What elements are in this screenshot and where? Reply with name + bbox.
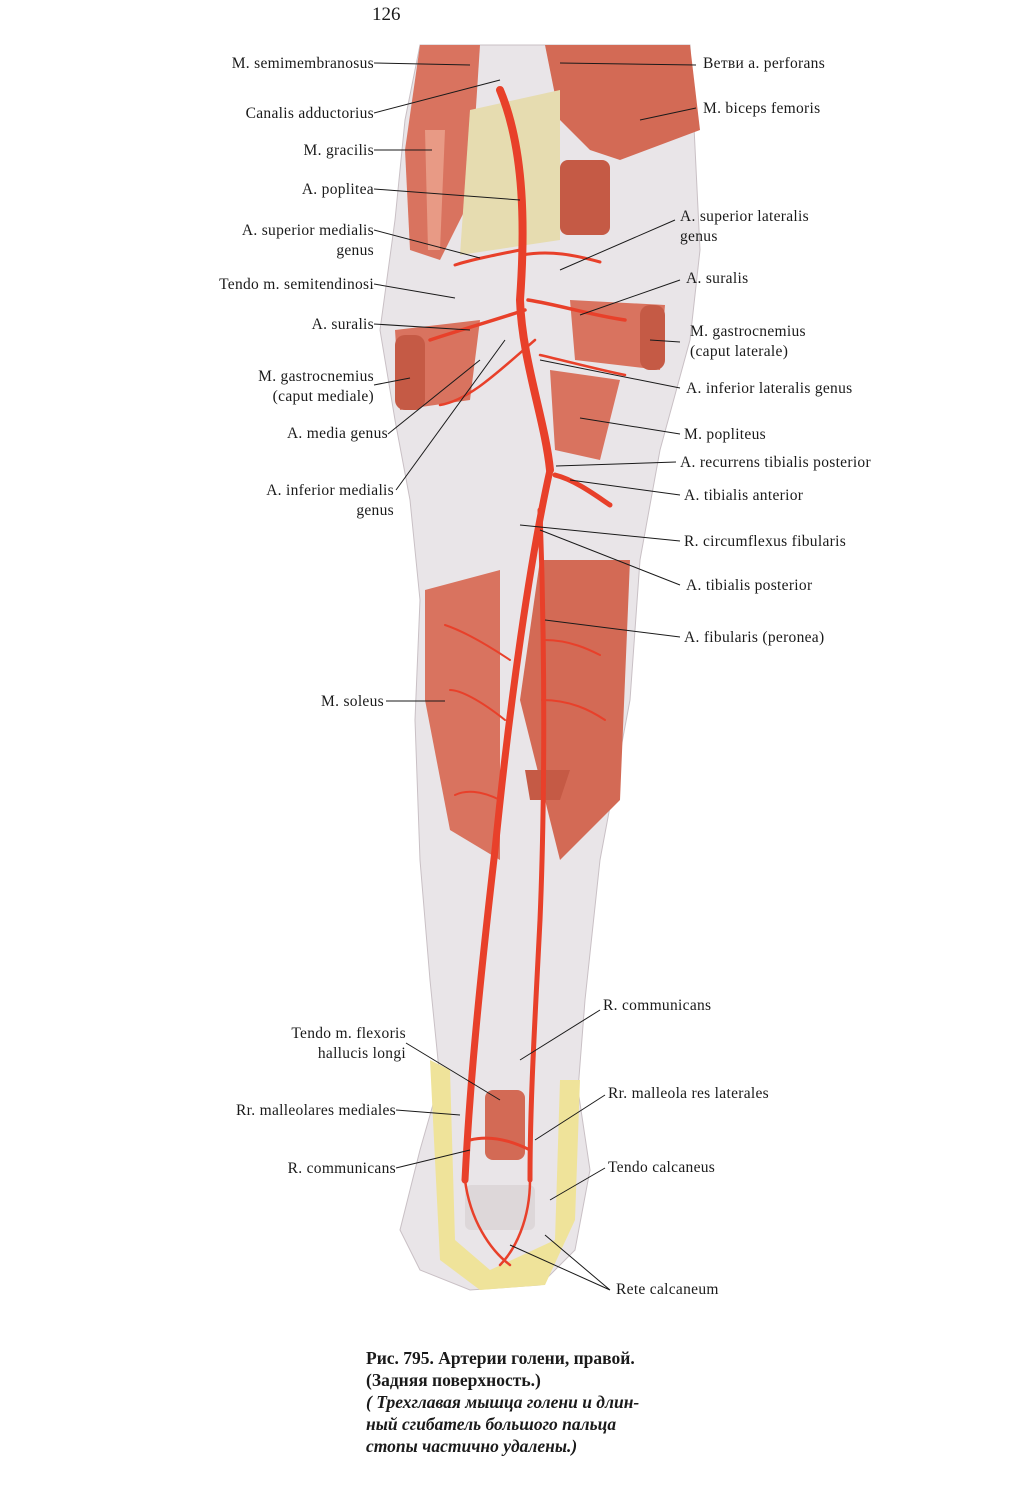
biceps-muscle (545, 45, 700, 160)
label-fibularis: A. fibularis (peronea) (684, 629, 825, 646)
flexor-cut (525, 770, 570, 800)
label-rete-calcaneum: Rete calcaneum (616, 1281, 719, 1298)
femur-area (460, 90, 560, 255)
label-recurrens-tibialis: A. recurrens tibialis posterior (680, 454, 871, 471)
posterior-tibial-artery (461, 466, 554, 1184)
label-biceps-femoris: M. biceps femoris (703, 100, 821, 117)
label-a-poplitea: A. poplitea (301, 181, 374, 198)
fibular-artery (527, 507, 547, 1183)
label-semimembranosus: M. semimembranosus (231, 55, 374, 72)
figure-caption: Рис. 795. Артерии голени, правой. (Задня… (366, 1347, 786, 1457)
gracilis-muscle (425, 130, 445, 250)
leader-lines (373, 62, 697, 1291)
suralis-artery-left (428, 308, 527, 342)
label-suralis-left: A. suralis (311, 316, 374, 333)
anterior-tibial-artery (552, 472, 613, 508)
flexor-tendon (485, 1090, 525, 1160)
popliteal-artery (496, 86, 554, 474)
caption-subtitle: (Задняя поверхность.) (366, 1370, 541, 1390)
label-communicans-left: R. communicans (287, 1160, 396, 1177)
inf-med-genus-artery (438, 338, 537, 407)
suralis-artery-right (526, 298, 627, 322)
caption-title: Рис. 795. Артерии голени, правой. (366, 1348, 635, 1368)
communicans-artery (468, 1136, 532, 1152)
arteries (428, 86, 627, 1267)
gastro-medial-cut (395, 335, 425, 410)
label-communicans-right: R. communicans (603, 997, 712, 1014)
label-media-genus: A. media genus (286, 425, 388, 442)
label-popliteus: M. popliteus (684, 426, 766, 443)
label-gracilis: M. gracilis (303, 142, 374, 159)
page-number: 126 (372, 4, 401, 25)
label-tibialis-posterior: A. tibialis posterior (686, 577, 813, 594)
heel-fat (430, 1060, 580, 1290)
label-tibialis-anterior: A. tibialis anterior (684, 487, 804, 504)
calcaneal-tendon (465, 1185, 535, 1230)
label-inf-lateralis-genus: A. inferior lateralis genus (686, 380, 853, 397)
gastro-lateral-cut (640, 305, 665, 370)
caption-note-2: ный сгибатель большого пальца (366, 1414, 617, 1434)
label-gastrocnemius-mediale: M. gastrocnemius(caput mediale) (258, 368, 374, 405)
caption-note-1: ( Трехглавая мышца голени и длин- (366, 1392, 640, 1412)
label-semitendinosi: Tendo m. semitendinosi (219, 276, 374, 293)
label-malleolares-mediales: Rr. malleolares mediales (236, 1102, 396, 1119)
biceps-cut (560, 160, 610, 235)
popliteus-muscle (550, 370, 620, 460)
label-gastrocnemius-laterale: M. gastrocnemius(caput laterale) (690, 323, 806, 360)
label-soleus: M. soleus (321, 693, 384, 710)
caption-note-3: стопы частично удалены.) (366, 1436, 578, 1456)
label-tendo-calcaneus: Tendo calcaneus (608, 1159, 716, 1176)
label-canalis-adductorius: Canalis adductorius (245, 105, 374, 122)
label-malleolares-laterales: Rr. malleola res laterales (608, 1085, 770, 1102)
muscular-branches (444, 624, 606, 801)
sup-lat-genus-artery (520, 251, 602, 264)
label-suralis-right: A. suralis (686, 270, 749, 287)
inf-lat-genus-artery (538, 353, 627, 377)
label-perforans: Ветви a. perforans (703, 55, 826, 72)
calcaneal-branches (463, 1178, 532, 1267)
sup-med-genus-artery (453, 248, 522, 267)
label-circumflexus-fibularis: R. circumflexus fibularis (684, 533, 847, 550)
